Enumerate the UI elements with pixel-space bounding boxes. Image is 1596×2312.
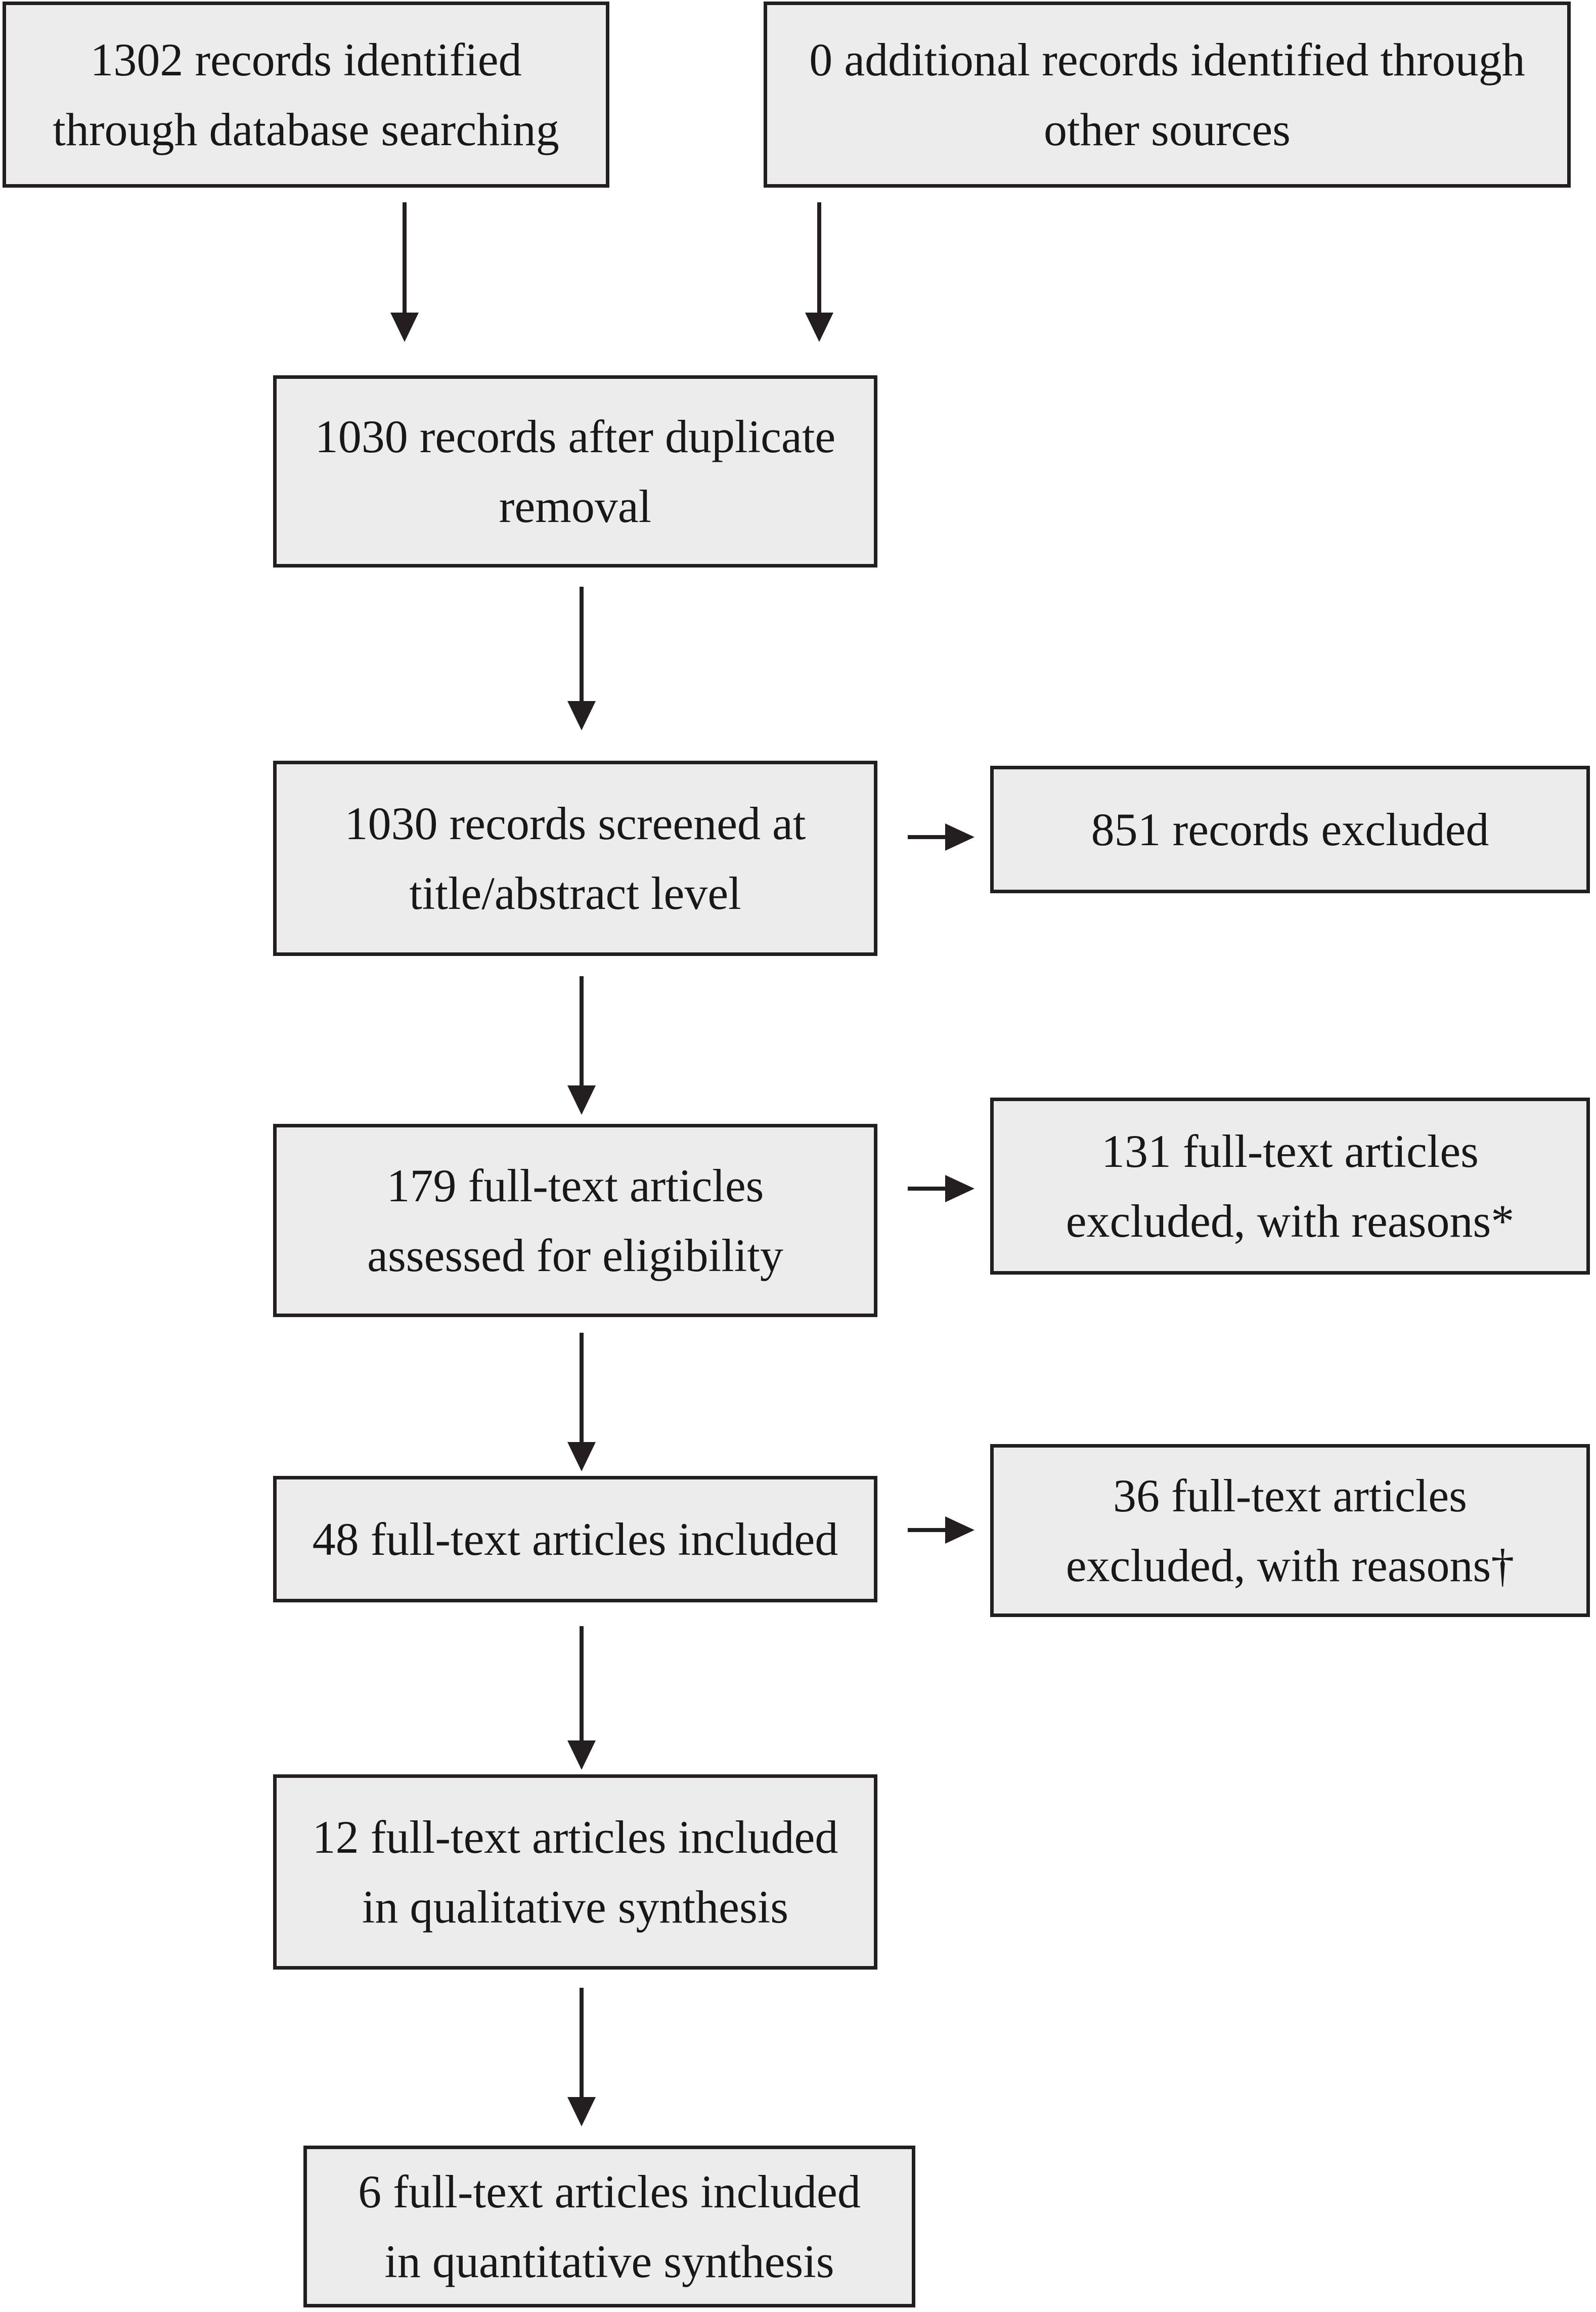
arrow-right-to-fulltext-excluded-box <box>908 1187 948 1191</box>
arrow-down-icon <box>567 701 596 730</box>
box-text-line: 48 full-text articles included <box>312 1513 838 1565</box>
box-qualitative-synthesis: 12 full-text articles included in qualit… <box>273 1774 877 1970</box>
box-additional-records-other-sources: 0 additional records identified through … <box>764 2 1571 188</box>
box-text-line: in quantitative synthesis <box>384 2236 834 2287</box>
arrow-right-icon <box>945 823 974 851</box>
box-text-line: 0 additional records identified through <box>809 34 1525 85</box>
arrow-right-icon <box>945 1175 974 1202</box>
box-text-line: in qualitative synthesis <box>362 1881 789 1933</box>
box-text-line: removal <box>499 481 652 532</box>
box-text-line: 851 records excluded <box>1091 804 1489 855</box>
box-text-line: 12 full-text articles included <box>312 1811 838 1863</box>
box-text-line: title/abstract level <box>409 867 741 919</box>
arrow-down-to-qualitative-box <box>580 1626 584 1741</box>
box-text-line: 1030 records after duplicate <box>315 411 836 462</box>
box-records-identified-database: 1302 records identified through database… <box>3 2 609 188</box>
box-fulltext-assessed: 179 full-text articles assessed for elig… <box>273 1124 877 1317</box>
arrow-down-to-assessed-box <box>580 976 584 1086</box>
box-records-after-duplicate-removal: 1030 records after duplicate removal <box>273 375 877 568</box>
box-text-line: 36 full-text articles <box>1113 1470 1467 1521</box>
box-text-line: 1030 records screened at <box>344 798 806 849</box>
arrow-down-icon <box>567 1442 596 1471</box>
box-fulltext-excluded-reasons: 131 full-text articles excluded, with re… <box>990 1098 1590 1275</box>
box-text-line: excluded, with reasons† <box>1066 1540 1515 1591</box>
box-text-line: 179 full-text articles <box>386 1160 764 1211</box>
box-text-line: excluded, with reasons* <box>1066 1195 1515 1247</box>
box-fulltext-included: 48 full-text articles included <box>273 1476 877 1602</box>
box-text-line: assessed for eligibility <box>367 1230 783 1281</box>
arrow-down-from-database-box <box>403 202 407 314</box>
box-text-line: through database searching <box>53 104 559 155</box>
box-text-line: 6 full-text articles included <box>358 2166 861 2217</box>
arrow-down-to-screened-box <box>580 587 584 702</box>
box-text-line: other sources <box>1044 104 1291 155</box>
box-text-line: 1302 records identified <box>90 34 522 85</box>
arrow-down-icon <box>567 1740 596 1770</box>
box-records-screened: 1030 records screened at title/abstract … <box>273 761 877 956</box>
arrow-right-to-fulltext-excluded2-box <box>908 1528 948 1532</box>
arrow-down-to-included-box <box>580 1333 584 1443</box>
arrow-right-icon <box>945 1516 974 1544</box>
box-fulltext-excluded-reasons-2: 36 full-text articles excluded, with rea… <box>990 1444 1590 1617</box>
box-records-excluded: 851 records excluded <box>990 766 1590 893</box>
arrow-down-icon <box>390 313 419 342</box>
arrow-down-to-quantitative-box <box>580 1988 584 2098</box>
arrow-down-icon <box>567 1085 596 1115</box>
arrow-down-icon <box>567 2097 596 2126</box>
arrow-right-to-records-excluded-box <box>908 835 948 839</box>
box-quantitative-synthesis: 6 full-text articles included in quantit… <box>303 2146 915 2307</box>
box-text-line: 131 full-text articles <box>1101 1125 1479 1177</box>
arrow-down-from-other-sources-box <box>817 202 821 314</box>
arrow-down-icon <box>805 313 833 342</box>
